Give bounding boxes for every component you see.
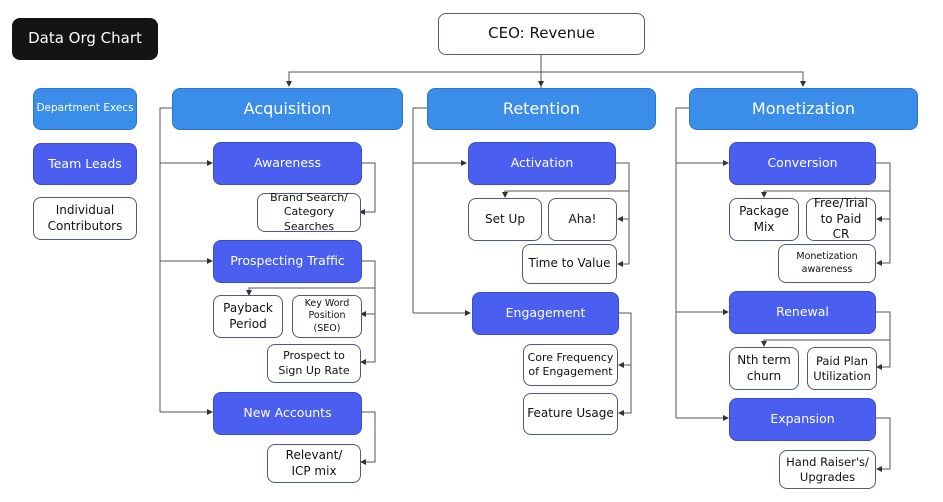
team-conversion: Conversion xyxy=(729,142,876,185)
dept-monetization: Monetization xyxy=(689,88,918,130)
team-renewal: Renewal xyxy=(729,291,876,334)
dept-acquisition: Acquisition xyxy=(172,88,403,130)
metric-payback-period: Payback Period xyxy=(213,295,283,338)
legend-individual-contributors: Individual Contributors xyxy=(33,197,137,240)
ceo-node: CEO: Revenue xyxy=(438,13,645,55)
metric-time-to-value: Time to Value xyxy=(522,244,617,284)
metric-relevant-icp-mix: Relevant/ ICP mix xyxy=(267,444,361,483)
metric-package-mix: Package Mix xyxy=(729,198,799,241)
metric-set-up: Set Up xyxy=(468,198,542,241)
legend-team-leads: Team Leads xyxy=(33,143,137,185)
metric-monetization-awareness: Monetization awareness xyxy=(778,244,876,283)
metric-key-word-position: Key Word Position (SEO) xyxy=(292,295,362,338)
team-awareness: Awareness xyxy=(213,142,362,185)
metric-prospect-to-signup: Prospect to Sign Up Rate xyxy=(267,344,361,383)
dept-retention: Retention xyxy=(427,88,656,130)
chart-title: Data Org Chart xyxy=(12,18,158,60)
team-activation: Activation xyxy=(468,142,616,185)
team-new-accounts: New Accounts xyxy=(213,392,362,435)
metric-core-frequency: Core Frequency of Engagement xyxy=(523,344,618,386)
team-expansion: Expansion xyxy=(729,398,876,441)
team-prospecting-traffic: Prospecting Traffic xyxy=(213,240,362,283)
metric-feature-usage: Feature Usage xyxy=(523,393,618,435)
metric-paid-plan-utilization: Paid Plan Utilization xyxy=(807,347,877,390)
metric-aha: Aha! xyxy=(548,198,617,241)
team-engagement: Engagement xyxy=(472,292,619,335)
metric-nth-term-churn: Nth term churn xyxy=(729,347,799,390)
metric-free-trial-to-paid: Free/Trial to Paid CR xyxy=(806,196,876,241)
metric-brand-search: Brand Search/ Category Searches xyxy=(257,191,361,233)
metric-hand-raisers-upgrades: Hand Raiser's/ Upgrades xyxy=(779,450,876,489)
legend-department-execs: Department Execs xyxy=(33,88,137,130)
